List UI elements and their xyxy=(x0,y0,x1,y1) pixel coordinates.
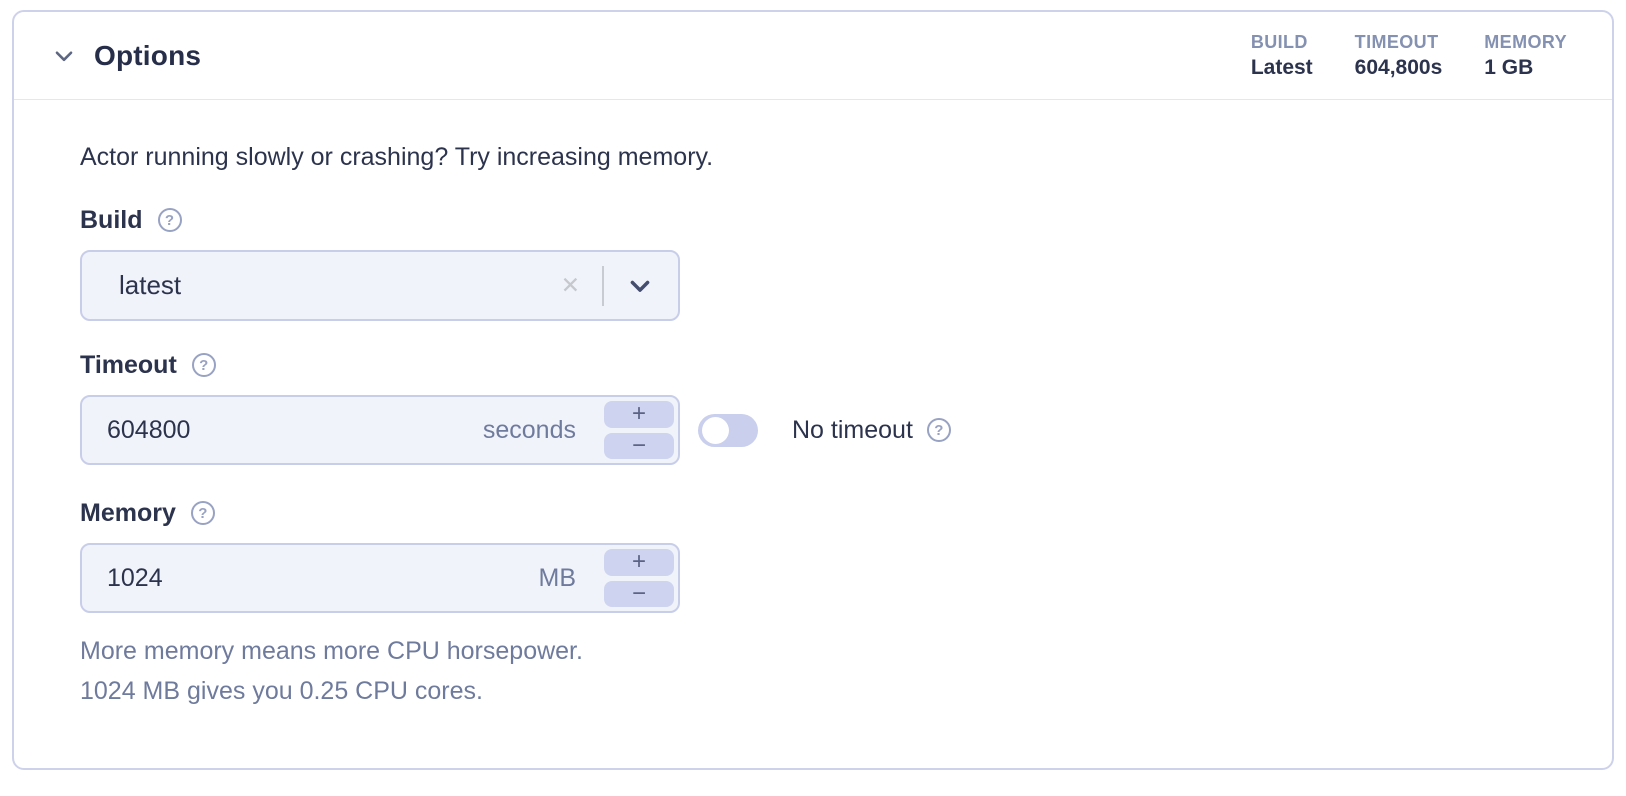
summary-memory: MEMORY 1 GB xyxy=(1484,30,1567,82)
memory-decrement-button[interactable]: − xyxy=(604,580,674,607)
build-label: Build xyxy=(80,205,143,234)
select-divider xyxy=(602,265,604,306)
summary-timeout: TIMEOUT 604,800s xyxy=(1355,30,1443,82)
build-label-row: Build ? xyxy=(80,204,1552,236)
memory-note-line1: More memory means more CPU horsepower. xyxy=(80,637,583,665)
options-panel: Options BUILD Latest TIMEOUT 604,800s ME… xyxy=(12,10,1614,770)
memory-unit: MB xyxy=(538,563,577,592)
timeout-stepper: + − xyxy=(604,401,674,459)
build-select-value: latest xyxy=(119,270,182,300)
build-help-icon[interactable]: ? xyxy=(157,208,182,232)
timeout-help-icon[interactable]: ? xyxy=(191,353,216,377)
memory-row: MB + − xyxy=(80,543,1552,613)
memory-stepper: + − xyxy=(604,549,674,607)
no-timeout-help-icon[interactable]: ? xyxy=(926,418,951,442)
panel-title: Options xyxy=(94,39,202,71)
chevron-down-icon[interactable] xyxy=(51,43,77,69)
summary-memory-value: 1 GB xyxy=(1484,55,1534,79)
summary-build-value: Latest xyxy=(1250,55,1313,79)
memory-increment-button[interactable]: + xyxy=(604,549,674,576)
options-summary: BUILD Latest TIMEOUT 604,800s MEMORY 1 G… xyxy=(1251,30,1567,82)
summary-timeout-label: TIMEOUT xyxy=(1354,31,1439,52)
memory-label-row: Memory ? xyxy=(80,497,1552,529)
chevron-down-icon[interactable] xyxy=(626,272,654,300)
no-timeout-toggle[interactable] xyxy=(698,413,758,447)
no-timeout-label: No timeout xyxy=(792,415,913,444)
summary-memory-label: MEMORY xyxy=(1484,31,1567,52)
timeout-decrement-button[interactable]: − xyxy=(604,432,674,459)
summary-timeout-value: 604,800s xyxy=(1354,55,1443,79)
memory-input-group: MB + − xyxy=(80,543,680,613)
timeout-input[interactable] xyxy=(107,415,483,445)
options-section-header[interactable]: Options BUILD Latest TIMEOUT 604,800s ME… xyxy=(14,12,1612,100)
memory-input[interactable] xyxy=(107,563,539,593)
clear-icon[interactable]: ✕ xyxy=(560,272,580,298)
memory-note-line2: 1024 MB gives you 0.25 CPU cores. xyxy=(80,677,483,705)
timeout-unit: seconds xyxy=(482,415,576,444)
timeout-row: seconds + − No timeout ? xyxy=(80,395,1552,465)
options-body: Actor running slowly or crashing? Try in… xyxy=(14,100,1612,711)
timeout-input-group: seconds + − xyxy=(80,395,680,465)
timeout-increment-button[interactable]: + xyxy=(604,401,674,428)
memory-label: Memory xyxy=(80,498,176,527)
summary-build: BUILD Latest xyxy=(1251,30,1313,82)
summary-build-label: BUILD xyxy=(1250,31,1308,52)
memory-hint-text: Actor running slowly or crashing? Try in… xyxy=(80,143,714,171)
toggle-knob xyxy=(702,416,729,444)
memory-note: More memory means more CPU horsepower. 1… xyxy=(80,631,1552,711)
timeout-label-row: Timeout ? xyxy=(80,349,1552,381)
timeout-label: Timeout xyxy=(80,350,177,379)
build-select[interactable]: latest ✕ xyxy=(80,250,680,321)
memory-help-icon[interactable]: ? xyxy=(190,501,215,525)
